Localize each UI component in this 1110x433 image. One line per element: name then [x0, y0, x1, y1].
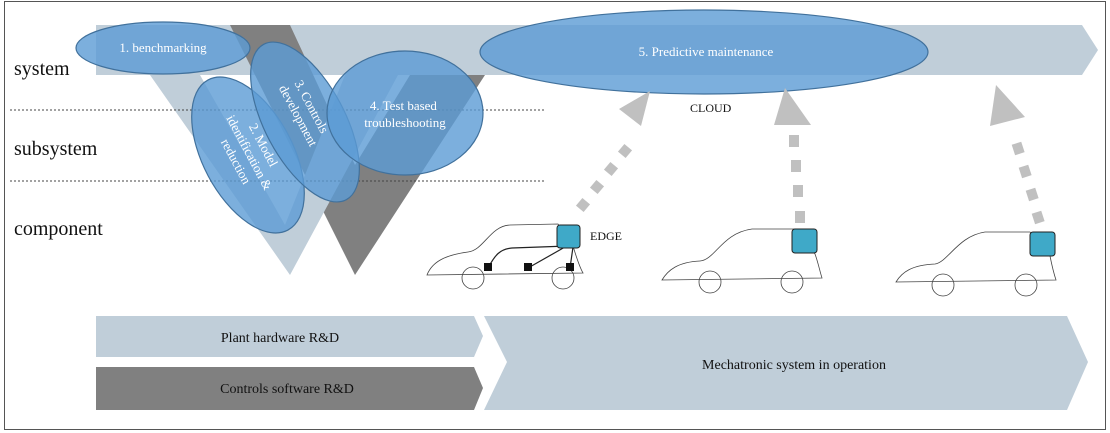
edge-device-3	[1029, 231, 1056, 257]
operation-label: Mechatronic system in operation	[702, 358, 886, 373]
controls-software-arrow	[96, 367, 483, 410]
edge-label: EDGE	[590, 229, 622, 243]
phase-1-benchmarking: 1. benchmarking	[75, 21, 251, 75]
cloud-label: CLOUD	[690, 101, 732, 115]
upload-arrow-2	[774, 88, 811, 223]
phase-4-label-line-2: troubleshooting	[364, 115, 446, 130]
sensor-node	[566, 263, 574, 271]
sensor-node	[524, 263, 532, 271]
plant-hardware-label: Plant hardware R&D	[221, 331, 339, 346]
phase-1-label: 1. benchmarking	[119, 40, 207, 55]
level-label-subsystem: subsystem	[14, 138, 98, 160]
phase-5-label: 5. Predictive maintenance	[639, 44, 774, 59]
sensor-node	[484, 263, 492, 271]
operation-arrow	[484, 316, 1088, 410]
car-1-with-sensors	[426, 223, 584, 290]
edge-device-1	[556, 224, 581, 249]
svg-text:4. Test based troublesho: 4. Test based troubleshooting	[364, 98, 446, 130]
phase-4-label-line-1: 4. Test based	[370, 98, 438, 113]
phase-5-predictive-maintenance: 5. Predictive maintenance	[479, 9, 929, 95]
car-2	[661, 228, 823, 294]
upload-arrow-1	[575, 91, 650, 213]
car-3	[895, 231, 1057, 297]
level-label-component: component	[14, 218, 103, 240]
edge-device-2	[791, 228, 818, 254]
upload-arrow-3	[990, 85, 1045, 225]
plant-hardware-arrow	[96, 316, 483, 357]
controls-software-label: Controls software R&D	[220, 382, 354, 397]
phase-4-test-troubleshooting: 4. Test based troubleshooting	[326, 50, 484, 176]
level-label-system: system	[14, 58, 70, 80]
